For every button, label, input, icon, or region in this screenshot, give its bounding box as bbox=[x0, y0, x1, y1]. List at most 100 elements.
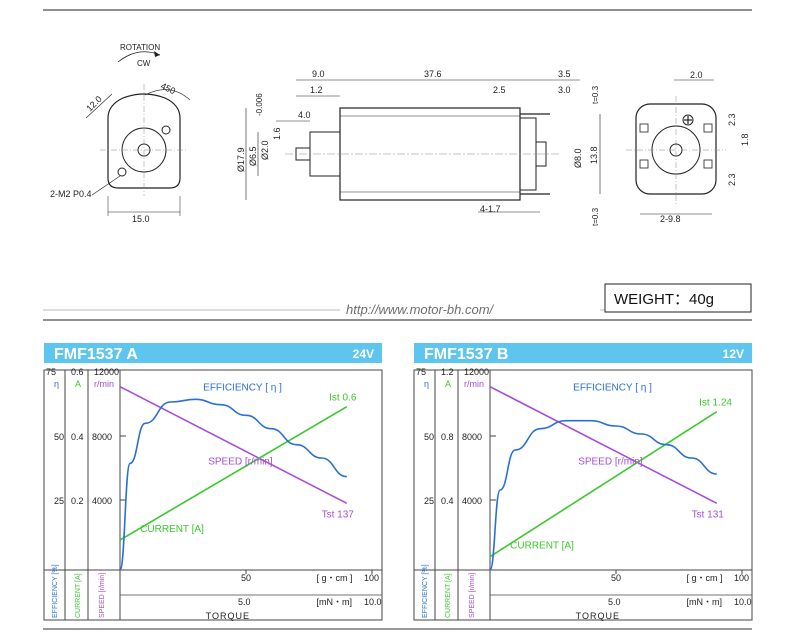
back-tab-bl bbox=[639, 159, 649, 169]
front-dim-12-line bbox=[85, 93, 113, 119]
rotation-arrowhead bbox=[154, 51, 160, 57]
x2-unit: [mN・m] bbox=[687, 597, 723, 607]
url-backdrop bbox=[340, 299, 600, 319]
spd-tick-low: 4000 bbox=[462, 496, 482, 506]
website-url: http://www.motor-bh.com/ bbox=[346, 302, 495, 317]
ist-label: Ist 0.6 bbox=[329, 393, 357, 404]
spd-axis-caption: SPEED [r/min] bbox=[99, 573, 106, 618]
tst-label: Tst 131 bbox=[692, 509, 725, 520]
front-dim-15: 15.0 bbox=[132, 214, 150, 224]
efficiency-line bbox=[119, 398, 347, 571]
x-axis-title: TORQUE bbox=[206, 611, 250, 621]
chart-title: FMF1537 A bbox=[54, 346, 138, 363]
eff-axis-caption: EFFICIENCY [%] bbox=[422, 564, 429, 618]
side-view: 9.0 37.6 3.5 1.2 2.5 3.0 4.0 Ø17.9 Ø6.5 … bbox=[236, 69, 601, 226]
eff-tick-low: 25 bbox=[424, 496, 434, 506]
spd-unit: r/min bbox=[464, 379, 484, 389]
dim-417: 4-1.7 bbox=[480, 204, 501, 214]
eff-axis-caption: EFFICIENCY [%] bbox=[52, 564, 59, 618]
x-unit: [ g・cm ] bbox=[687, 573, 723, 583]
hole-note: 2-M2 P0.4 bbox=[50, 189, 92, 199]
spd-tick-low: 4000 bbox=[92, 496, 112, 506]
chart-frame bbox=[413, 369, 753, 621]
back-tab-br bbox=[703, 159, 713, 169]
eff-tick-low: 25 bbox=[54, 496, 64, 506]
rotation-label: ROTATION bbox=[120, 43, 160, 52]
x-unit: [ g・cm ] bbox=[317, 573, 353, 583]
eff-tick-mid: 50 bbox=[54, 432, 64, 442]
tst-label: Tst 137 bbox=[322, 509, 355, 520]
cur-tick-low: 0.2 bbox=[71, 496, 84, 506]
current-label: CURRENT [A] bbox=[140, 524, 204, 535]
spd-tick-max: 12000 bbox=[94, 367, 119, 377]
back-tab-tl bbox=[639, 123, 649, 133]
back-tab-tr bbox=[703, 123, 713, 133]
eff-unit: η bbox=[54, 379, 59, 389]
weight-box bbox=[604, 283, 752, 313]
speed-line bbox=[489, 385, 718, 505]
eff-tick-max: 75 bbox=[416, 367, 426, 377]
current-line bbox=[119, 405, 348, 541]
chart-voltage: 24V bbox=[353, 347, 374, 361]
cur-unit: A bbox=[445, 379, 451, 389]
x2-unit: [mN・m] bbox=[317, 597, 353, 607]
speed-label: SPEED [r/min] bbox=[578, 457, 643, 468]
front-dim-450: 450 bbox=[159, 81, 177, 96]
chart-title-bar bbox=[44, 343, 382, 363]
current-line bbox=[489, 410, 718, 558]
x-tick-label-mid: 50 bbox=[241, 573, 251, 583]
spd-tick-max: 12000 bbox=[464, 367, 489, 377]
dim-179: Ø17.9 bbox=[236, 147, 246, 172]
dim-9: 9.0 bbox=[312, 69, 325, 79]
eff-unit: η bbox=[424, 379, 429, 389]
hole-leader bbox=[91, 175, 121, 196]
x-axis-title: TORQUE bbox=[576, 611, 620, 621]
dim-30: 3.0 bbox=[558, 85, 571, 95]
cur-tick-mid: 0.4 bbox=[71, 432, 84, 442]
plus-terminal-icon bbox=[682, 114, 694, 126]
cur-tick-max: 1.2 bbox=[441, 367, 454, 377]
x2-tick-label-max: 10.0 bbox=[734, 597, 752, 607]
speed-label: SPEED [r/min] bbox=[208, 457, 273, 468]
efficiency-label: EFFICIENCY [ η ] bbox=[573, 383, 652, 394]
dim-138: 13.8 bbox=[589, 146, 599, 164]
front-dim-450-arc bbox=[144, 89, 191, 101]
back-dim-18: 1.8 bbox=[740, 133, 750, 146]
chart-title-bar bbox=[414, 343, 752, 363]
dim-35: 3.5 bbox=[558, 69, 571, 79]
weight-label: WEIGHT：40g bbox=[614, 291, 714, 308]
cur-unit: A bbox=[75, 379, 81, 389]
x2-tick-label-mid: 5.0 bbox=[608, 597, 621, 607]
back-dim-23b: 2.3 bbox=[727, 173, 737, 186]
x-tick-label-mid: 50 bbox=[611, 573, 621, 583]
chart-frame bbox=[43, 369, 383, 621]
speed-line bbox=[119, 385, 348, 505]
x-tick-label-max: 100 bbox=[364, 573, 379, 583]
dim-376: 37.6 bbox=[424, 69, 442, 79]
back-dim-20: 2.0 bbox=[690, 70, 703, 80]
dim-20-tol: -0.006 bbox=[255, 93, 264, 116]
x2-tick-label-mid: 5.0 bbox=[238, 597, 251, 607]
x2-tick-label-max: 10.0 bbox=[364, 597, 382, 607]
cur-tick-max: 0.6 bbox=[71, 367, 84, 377]
chart-title: FMF1537 B bbox=[424, 346, 508, 363]
front-hole-bottom bbox=[117, 167, 127, 177]
dim-25: 2.5 bbox=[493, 85, 506, 95]
spd-tick-mid: 8000 bbox=[462, 432, 482, 442]
dim-t03-top: t=0.3 bbox=[591, 85, 600, 104]
spd-axis-caption: SPEED [r/min] bbox=[469, 573, 476, 618]
dim-16: 1.6 bbox=[272, 127, 282, 140]
spd-unit: r/min bbox=[94, 379, 114, 389]
efficiency-label: EFFICIENCY [ η ] bbox=[203, 383, 282, 394]
dim-80: Ø8.0 bbox=[573, 148, 583, 168]
eff-tick-max: 75 bbox=[46, 367, 56, 377]
dim-12: 1.2 bbox=[310, 85, 323, 95]
back-dim-23a: 2.3 bbox=[727, 113, 737, 126]
back-dim-298: 2-9.8 bbox=[660, 214, 681, 224]
x-tick-label-max: 100 bbox=[734, 573, 749, 583]
dim-65: Ø6.5 bbox=[248, 146, 258, 166]
